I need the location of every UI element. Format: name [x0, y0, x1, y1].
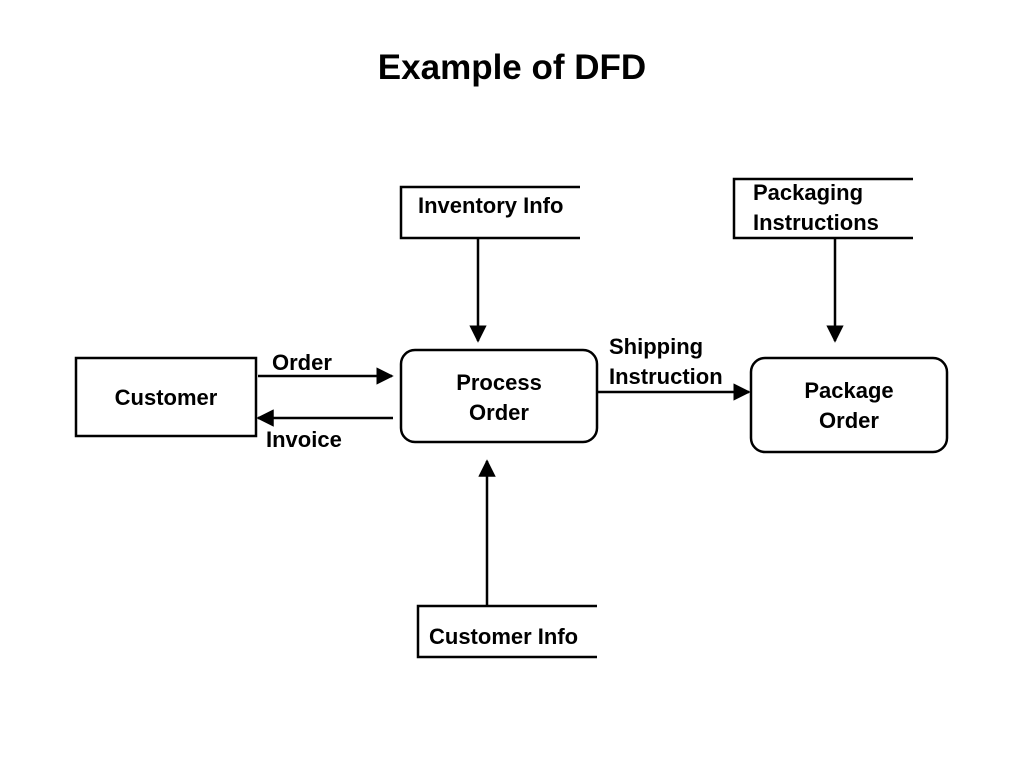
- invoice-flow-label: Invoice: [266, 427, 342, 452]
- packaging-instructions-store[interactable]: Packaging Instructions: [732, 177, 913, 240]
- customer-info-store[interactable]: Customer Info: [416, 604, 597, 659]
- packaging-instructions-label-line2: Instructions: [753, 210, 879, 235]
- customer-label: Customer: [115, 385, 218, 410]
- package-order-label-line1: Package: [804, 378, 893, 403]
- customer-info-label: Customer Info: [429, 624, 578, 649]
- shipping-instruction-label-line1: Shipping: [609, 334, 703, 359]
- packaging-instructions-label-line1: Packaging: [753, 180, 863, 205]
- customer-entity[interactable]: Customer: [74, 356, 258, 438]
- order-flow-label: Order: [272, 350, 332, 375]
- package-order[interactable]: Package Order: [749, 356, 949, 454]
- inventory-info-label: Inventory Info: [418, 193, 563, 218]
- process-order-label-line1: Process: [456, 370, 542, 395]
- process-order-label-line2: Order: [469, 400, 529, 425]
- inventory-info-store[interactable]: Inventory Info: [399, 185, 580, 240]
- diagram-title: Example of DFD: [377, 48, 647, 87]
- package-order-label-line2: Order: [819, 408, 879, 433]
- shipping-instruction-label-line2: Instruction: [609, 364, 723, 389]
- process-order[interactable]: Process Order: [399, 348, 599, 444]
